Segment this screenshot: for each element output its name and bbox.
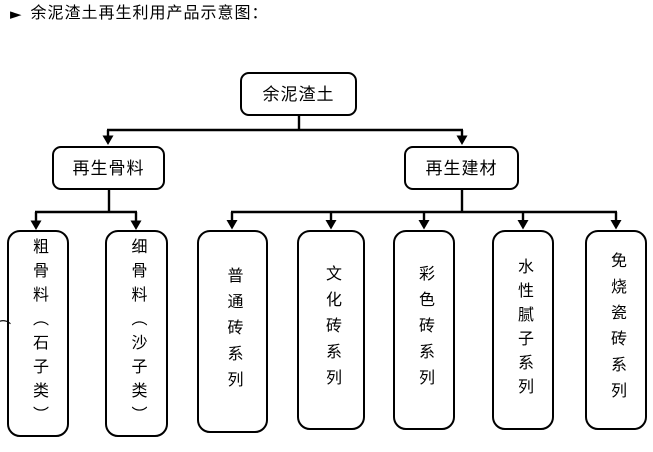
node-fire-free-ceramic-tile-series: 免烧瓷砖系列 — [585, 230, 647, 430]
node-colored-brick-series: 彩色砖系列 — [393, 230, 455, 430]
arrow-down-icon — [456, 135, 468, 145]
edge-root-to-level2 — [106, 115, 464, 136]
node-root: 余泥渣土 — [240, 72, 357, 116]
node-label: 彩色砖系列 — [416, 265, 433, 395]
stray-paren-glyph: （ — [0, 309, 10, 325]
node-label: 普通砖系列 — [224, 266, 242, 397]
bullet-triangle-icon: ► — [10, 4, 22, 23]
node-label: 再生骨料 — [72, 158, 145, 178]
arrow-down-icon — [610, 220, 622, 230]
edge-material-to-leaves — [230, 189, 618, 221]
arrow-down-icon — [130, 220, 142, 230]
node-label: 余泥渣土 — [262, 84, 335, 104]
node-label: 再生建材 — [425, 158, 498, 178]
arrow-down-icon — [226, 220, 238, 230]
diagram-title: ► 余泥渣土再生利用产品示意图： — [10, 5, 269, 23]
arrow-down-icon — [325, 220, 337, 230]
node-label: 免烧瓷砖系列 — [608, 252, 625, 408]
node-label: 细骨料（沙子类） — [128, 237, 146, 430]
arrow-down-icon — [30, 220, 42, 230]
node-recycled-building-material: 再生建材 — [404, 146, 519, 190]
node-fine-aggregate: 细骨料（沙子类） — [105, 230, 168, 437]
diagram-title-text: 余泥渣土再生利用产品示意图： — [30, 5, 269, 22]
arrow-down-icon — [517, 220, 529, 230]
node-label: 文化砖系列 — [323, 265, 340, 395]
node-water-based-putty-series: 水性腻子系列 — [492, 230, 554, 430]
node-common-brick-series: 普通砖系列 — [197, 230, 268, 433]
node-coarse-aggregate: 粗骨料（石子类） — [7, 230, 69, 437]
arrow-down-icon — [102, 135, 114, 145]
node-label: 水性腻子系列 — [515, 258, 532, 402]
node-label: 粗骨料（石子类） — [30, 237, 47, 430]
arrow-down-icon — [418, 220, 430, 230]
edge-aggregate-to-leaves — [34, 189, 138, 221]
node-culture-brick-series: 文化砖系列 — [297, 230, 365, 430]
node-recycled-aggregate: 再生骨料 — [52, 146, 165, 190]
